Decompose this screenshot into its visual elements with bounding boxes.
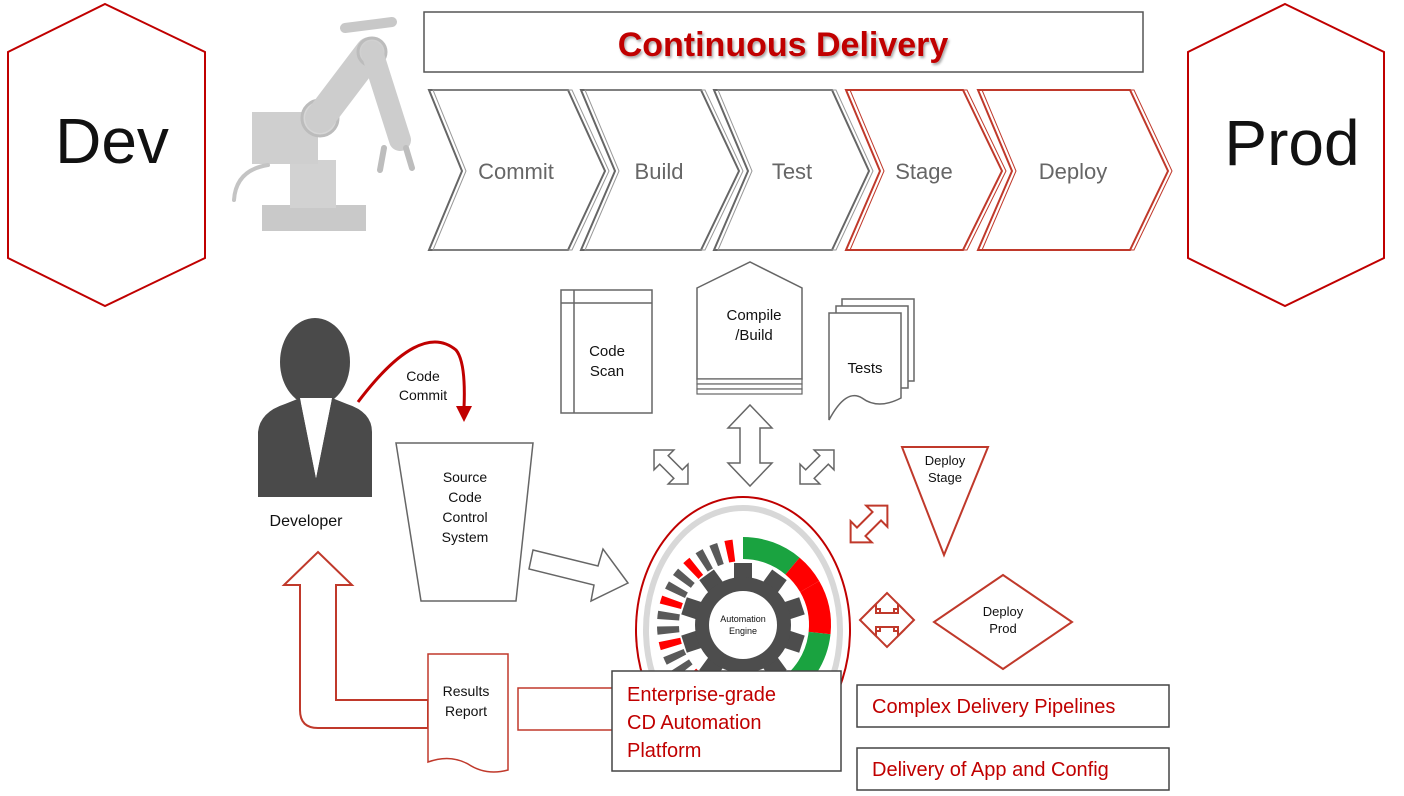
code-commit-arrow: Code Commit [356,340,472,422]
dial-tick-segment [663,648,687,665]
deploy-stage-line-1: Deploy [925,453,966,468]
stage-label-stage: Stage [895,159,953,184]
platform-callout: Enterprise-grade CD Automation Platform [611,670,842,772]
dial-tick-segment [709,542,724,567]
person-icon [258,318,372,497]
config-callout: Delivery of App and Config [856,747,1170,791]
deploy-prod-line-1: Deploy [983,604,1024,619]
compile-engine-arrow [726,403,774,488]
platform-line-1: Enterprise-grade [627,684,776,706]
deploy-stage: Deploy Stage [900,446,990,558]
stage-label-commit: Commit [478,159,554,184]
stage-label-build: Build [635,159,684,184]
source-control-line-1: Source [443,469,488,485]
connector-arrows [653,403,835,488]
code-scan-line-2: Scan [590,363,624,380]
page-title: Continuous Delivery [618,26,949,64]
dial-tick-segment [659,595,683,609]
stage-label-test: Test [772,159,812,184]
tests-engine-arrow [799,449,835,485]
code-commit-label-1: Code [406,368,440,384]
stage-build: Build [579,89,744,251]
source-control-line-4: System [442,529,489,545]
dial-arc-segment [785,557,820,592]
stage-test: Test [712,89,874,251]
prod-environment: Prod [1187,2,1385,308]
dial-tick-segment [683,557,704,579]
dial-tick-segment [657,626,680,635]
results-report-line-1: Results [443,683,490,699]
compile-build-line-2: /Build [735,327,773,344]
dev-environment: Dev [7,2,206,308]
source-to-engine-arrow [528,547,630,603]
stage-engine-arrow [849,504,889,544]
dev-label: Dev [55,105,169,177]
pipelines-label: Complex Delivery Pipelines [872,696,1115,718]
dial-arc-segment [743,537,800,575]
pipeline-stages: Commit Build Test Stage Deploy [427,89,1173,251]
config-label: Delivery of App and Config [872,759,1109,781]
developer: Developer [258,318,372,530]
code-commit-label-2: Commit [399,387,447,403]
dial-arc-segment [800,581,832,635]
results-report: Results Report [427,653,509,773]
dial-tick-segment [672,568,695,588]
platform-line-3: Platform [627,740,701,762]
dial-tick-segment [657,610,680,621]
gear-icon [681,563,805,687]
report-platform-connector [517,687,614,731]
prod-engine-arrow [858,591,916,649]
tests: Tests [828,298,915,421]
compile-build: Compile /Build [696,261,803,395]
scan-engine-arrow [653,449,689,485]
deploy-stage-line-2: Stage [928,470,962,485]
pipelines-callout: Complex Delivery Pipelines [856,684,1170,728]
dial-tick-segment [665,581,688,598]
title-banner: Continuous Delivery [423,11,1144,73]
developer-label: Developer [270,513,344,530]
platform-line-2: CD Automation [627,712,762,734]
dial-tick-segment [695,549,713,572]
stage-label-deploy: Deploy [1039,159,1107,184]
robot-arm-icon [232,17,415,231]
tests-label: Tests [847,360,882,377]
engine-label-2: Engine [729,626,757,636]
feedback-arrow [281,550,429,729]
dial-tick-segment [724,539,736,563]
stage-commit: Commit [427,89,610,251]
code-scan-line-1: Code [589,343,625,360]
engine-label-1: Automation [720,614,766,624]
deploy-prod-line-2: Prod [989,621,1016,636]
stage-stage: Stage [844,89,1007,251]
deploy-arrows [849,504,916,649]
source-control-line-2: Code [448,489,482,505]
stage-deploy: Deploy [976,89,1173,251]
dial-tick-segment [658,637,682,651]
compile-build-line-1: Compile [726,307,781,324]
source-control-line-3: Control [442,509,487,525]
deploy-prod: Deploy Prod [932,573,1074,671]
prod-label: Prod [1224,107,1359,179]
code-scan: Code Scan [560,289,653,414]
source-control-system: Source Code Control System [395,442,534,602]
results-report-line-2: Report [445,703,487,719]
